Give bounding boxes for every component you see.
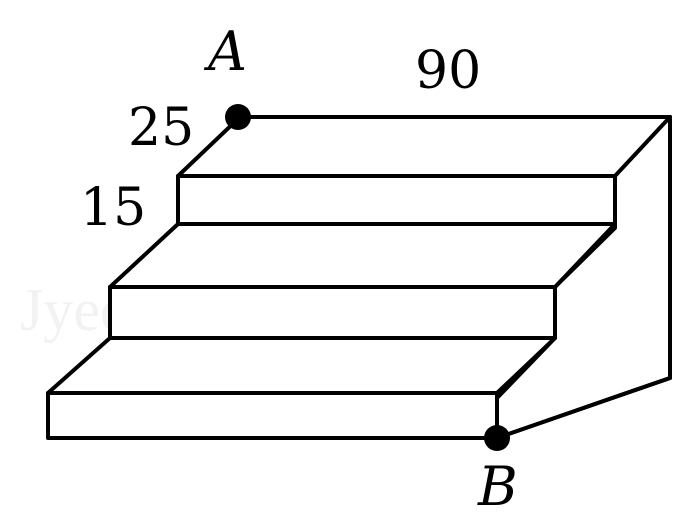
riser-3 [46,391,499,440]
depth-label: 25 [128,98,194,158]
bottom-diagonal-edge [495,376,672,440]
point-b-label: B [477,455,518,518]
riser-1 [176,174,617,226]
point-a-label: A [203,20,247,83]
point-a-dot [225,104,251,130]
point-b-dot [484,425,510,451]
tread-3 [46,336,557,395]
riser-2 [108,285,557,340]
height-label: 15 [80,178,146,238]
length-label: 90 [415,41,481,101]
tread-2 [108,222,617,289]
top-tread [176,115,672,178]
